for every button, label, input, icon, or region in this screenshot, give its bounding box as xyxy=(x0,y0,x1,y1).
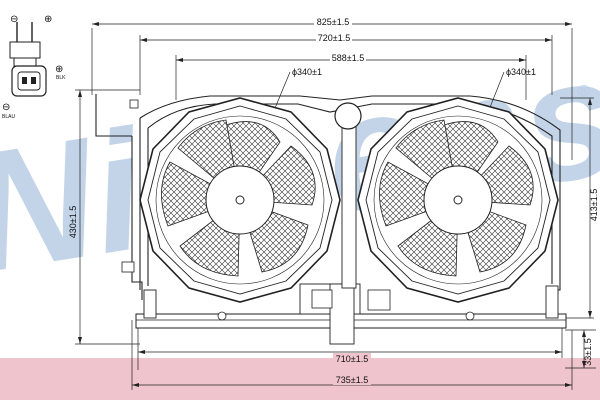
fan-right xyxy=(357,97,559,303)
dim-bottom-width: 710±1.5 xyxy=(336,354,368,364)
fan-left xyxy=(139,97,341,303)
registered-mark: ® xyxy=(578,83,590,100)
dim-upper-width: 720±1.5 xyxy=(318,33,350,43)
pin-label-blk: BLK xyxy=(56,75,66,81)
wire-mark-positive: ⊕ xyxy=(44,14,52,25)
dim-base-width: 735±1.5 xyxy=(336,375,368,385)
dim-frame-height: 413±1.5 xyxy=(589,189,599,221)
dim-total-height: 430±1.5 xyxy=(68,206,78,238)
electrical-connector-icon: ⊖ ⊕ ⊕ BLK BLAU ⊖ xyxy=(2,14,66,120)
dim-overall-width: 825±1.5 xyxy=(317,17,349,27)
pin-label-blau: BLAU xyxy=(2,114,15,120)
dim-fan-right-diameter: ϕ340±1 xyxy=(506,67,536,77)
dim-inner-width: 588±1.5 xyxy=(332,53,364,63)
pink-footer-band xyxy=(0,358,600,400)
dim-foot-height: 33±1.5 xyxy=(583,338,593,365)
dim-fan-left-diameter: ϕ340±1 xyxy=(292,67,322,77)
wire-mark-negative-2: ⊖ xyxy=(2,102,10,113)
wire-mark-negative: ⊖ xyxy=(10,14,18,25)
wire-mark-positive-2: ⊕ xyxy=(55,64,63,75)
